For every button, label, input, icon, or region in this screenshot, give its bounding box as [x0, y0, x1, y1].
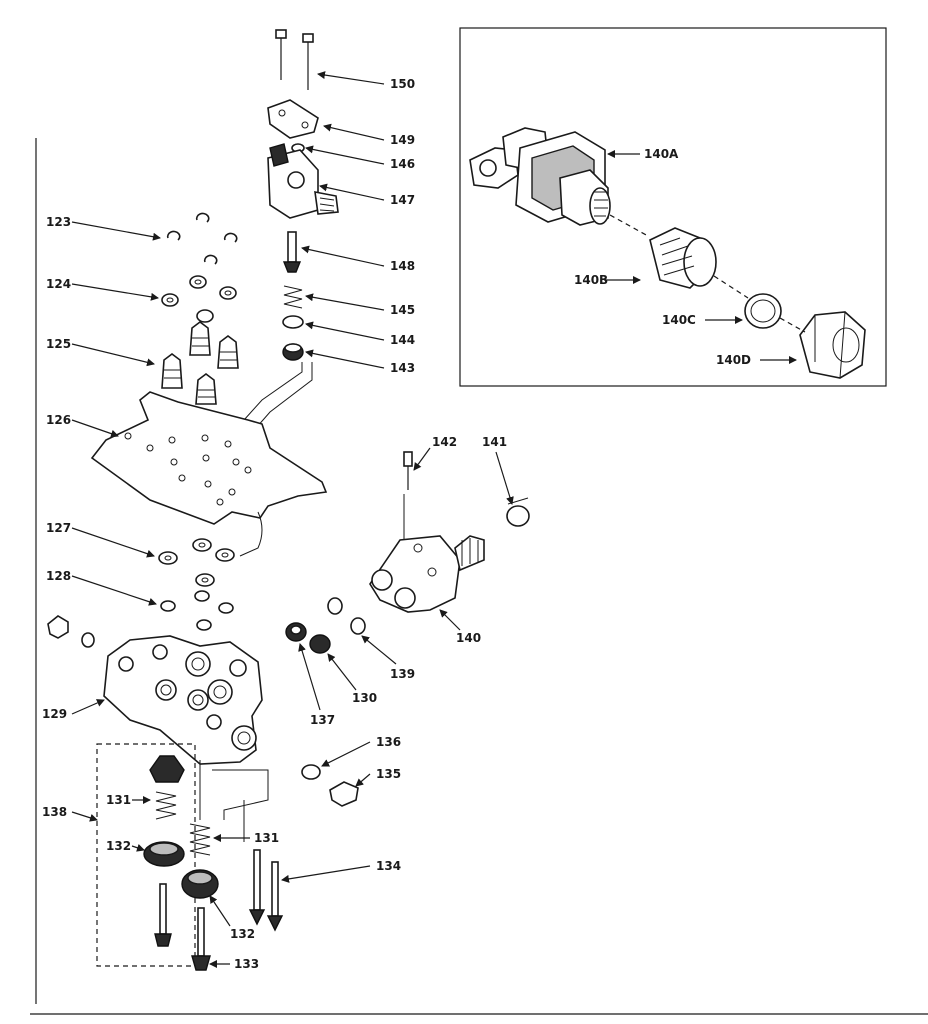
part-129-plug — [47, 615, 95, 648]
label-140: 140 — [456, 631, 481, 645]
label-135: 135 — [376, 767, 401, 781]
part-124-washers — [161, 275, 237, 323]
label-124: 124 — [46, 277, 71, 291]
part-141-clip — [506, 497, 530, 527]
label-141: 141 — [482, 435, 507, 449]
label-129: 129 — [42, 707, 67, 721]
label-133: 133 — [234, 957, 259, 971]
part-128-orings — [160, 590, 234, 631]
part-140-unloader — [369, 535, 485, 613]
part-143-seat — [282, 343, 304, 361]
label-128: 128 — [46, 569, 71, 583]
part-149-plate — [267, 99, 319, 139]
label-143: 143 — [390, 361, 415, 375]
label-150: 150 — [390, 77, 415, 91]
part-140B — [649, 227, 717, 289]
part-131-spring — [189, 823, 211, 856]
label-145: 145 — [390, 303, 415, 317]
callout-labels: 150 149 146 147 148 145 144 143 123 124 … — [42, 77, 751, 971]
part-142-stem — [403, 451, 413, 490]
part-138-valve-kit — [143, 755, 185, 947]
label-136: 136 — [376, 735, 401, 749]
label-125: 125 — [46, 337, 71, 351]
label-144: 144 — [390, 333, 415, 347]
label-123: 123 — [46, 215, 71, 229]
label-138: 138 — [42, 805, 67, 819]
leader-lines — [71, 71, 514, 968]
label-149: 149 — [390, 133, 415, 147]
part-125-valves — [161, 321, 239, 405]
part-133-stem — [191, 907, 211, 971]
label-140A: 140A — [644, 147, 679, 161]
part-140A — [469, 127, 611, 226]
part-147-body — [267, 143, 339, 219]
label-148: 148 — [390, 259, 415, 273]
label-130: 130 — [352, 691, 377, 705]
part-140D — [799, 311, 866, 379]
label-132-left: 132 — [106, 839, 131, 853]
label-132-right: 132 — [230, 927, 255, 941]
part-132-gear — [181, 869, 219, 899]
part-148-stem — [282, 231, 302, 273]
label-126: 126 — [46, 413, 71, 427]
part-150-bolts — [275, 29, 314, 90]
part-129-manifold — [103, 635, 263, 765]
label-140D: 140D — [716, 353, 751, 367]
part-144-oring — [282, 315, 304, 329]
label-140C: 140C — [662, 313, 696, 327]
label-134: 134 — [376, 859, 401, 873]
kit-138-box — [96, 743, 196, 967]
label-139: 139 — [390, 667, 415, 681]
label-140B: 140B — [574, 273, 608, 287]
part-140C — [744, 293, 782, 329]
part-139-orings — [327, 597, 366, 635]
part-127-washers — [158, 538, 235, 587]
part-137-seal — [285, 622, 307, 642]
inset-panel — [459, 27, 887, 387]
part-136-oring — [301, 764, 321, 780]
label-146: 146 — [390, 157, 415, 171]
part-134-pins — [248, 849, 284, 932]
part-130-seal — [309, 634, 331, 654]
part-123-clips — [166, 212, 238, 265]
part-126-gasket — [90, 391, 328, 525]
label-142: 142 — [432, 435, 457, 449]
part-145-spring — [283, 285, 303, 309]
part-135-plug — [329, 781, 359, 807]
label-131-left: 131 — [106, 793, 131, 807]
label-147: 147 — [390, 193, 415, 207]
label-127: 127 — [46, 521, 71, 535]
label-131-right: 131 — [254, 831, 279, 845]
label-137: 137 — [310, 713, 335, 727]
